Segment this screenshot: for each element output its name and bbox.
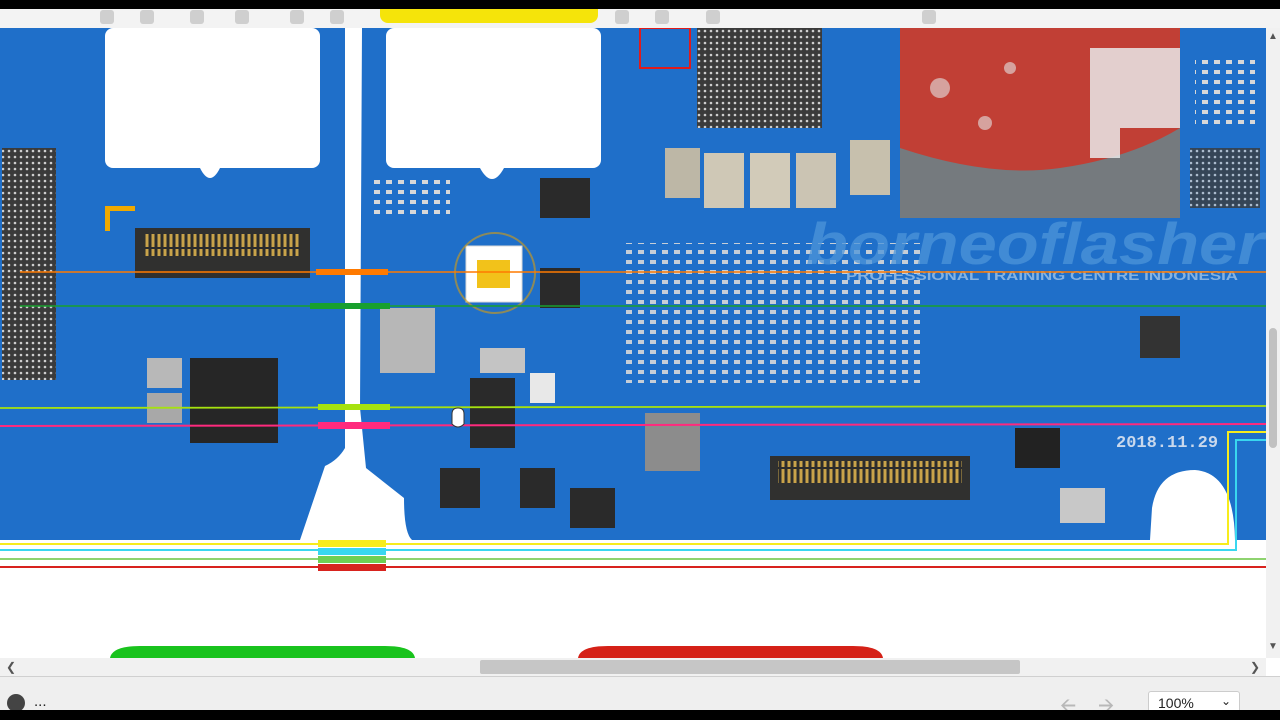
pcb-board-image: borneoflasher PROFESSIONAL TRAINING CENT… [0, 28, 1266, 658]
board-canvas[interactable]: borneoflasher PROFESSIONAL TRAINING CENT… [0, 28, 1266, 658]
vertical-scroll-thumb[interactable] [1269, 328, 1277, 448]
highlighted-toolbar-tab[interactable] [380, 9, 598, 23]
zoom-value: 100% [1158, 695, 1194, 711]
toolbar-icon[interactable] [290, 10, 304, 24]
bga-chip-top [697, 28, 822, 128]
horizontal-scrollbar[interactable]: ❮ ❯ [0, 658, 1266, 676]
toolbar-icon[interactable] [615, 10, 629, 24]
status-bar: ... 🡨 🡪 100% ⌄ [0, 676, 1280, 720]
legend-green-button[interactable] [110, 646, 415, 658]
watermark-brand: borneoflasher [806, 212, 1266, 277]
window-top-edge [0, 0, 1280, 9]
toolbar-icon[interactable] [330, 10, 344, 24]
toolbar-icon[interactable] [706, 10, 720, 24]
window-bottom-edge [0, 710, 1280, 720]
toolbar-icon[interactable] [655, 10, 669, 24]
scroll-right-icon[interactable]: ❯ [1249, 660, 1261, 674]
trace-cyan[interactable] [0, 439, 1266, 551]
bga-chip-left [2, 148, 56, 380]
net-label-green[interactable] [318, 556, 386, 563]
watermark-tagline: PROFESSIONAL TRAINING CENTRE INDONESIA [846, 268, 1239, 283]
toolbar-icon[interactable] [190, 10, 204, 24]
circle-icon [7, 694, 25, 712]
toolbar-icon[interactable] [235, 10, 249, 24]
net-label-yellow[interactable] [318, 540, 386, 547]
scroll-down-icon[interactable]: ▼ [1268, 641, 1278, 652]
toolbar-icon[interactable] [140, 10, 154, 24]
vertical-scrollbar[interactable]: ▲ ▼ [1266, 28, 1280, 658]
status-text: ... [34, 693, 47, 710]
chevron-down-icon: ⌄ [1220, 694, 1231, 708]
legend-red-button[interactable] [578, 646, 883, 658]
net-label-red[interactable] [318, 564, 386, 571]
ic-pmic [190, 358, 278, 443]
trace-yellow[interactable] [0, 431, 1266, 545]
scroll-left-icon[interactable]: ❮ [5, 660, 17, 674]
toolbar-icon[interactable] [100, 10, 114, 24]
hand-cursor-icon [451, 407, 465, 428]
trace-pink[interactable] [0, 423, 1266, 427]
toolbar-icon[interactable] [922, 10, 936, 24]
board-cutout [386, 28, 601, 168]
toolbar [0, 0, 1280, 29]
scroll-up-icon[interactable]: ▲ [1268, 31, 1278, 42]
board-cutout [105, 28, 320, 168]
date-stamp: 2018.11.29 [1116, 434, 1218, 453]
net-label-cyan[interactable] [318, 548, 386, 555]
horizontal-scroll-thumb[interactable] [480, 660, 1020, 674]
trace-lime[interactable] [0, 405, 1266, 409]
